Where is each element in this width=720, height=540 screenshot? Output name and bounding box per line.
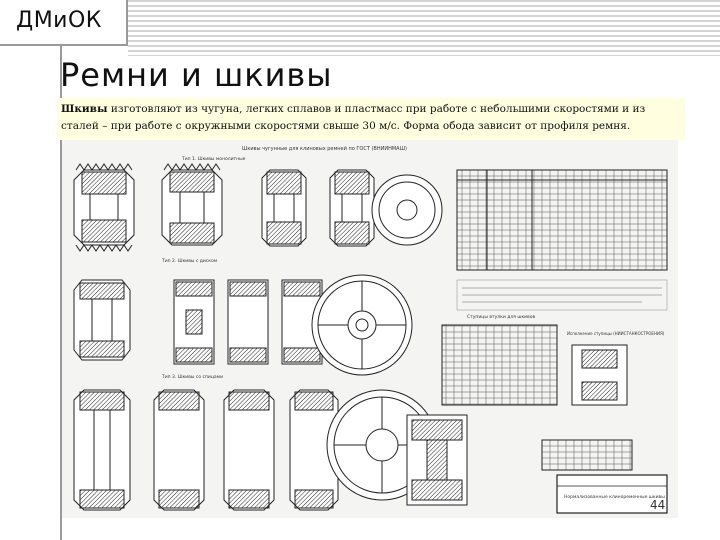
caption-box: Шкивы изготовляют из чугуна, легких спла… xyxy=(57,98,685,140)
dimension-table xyxy=(456,169,668,271)
slide-title: Ремни и шкивы xyxy=(60,56,333,94)
title-band xyxy=(60,56,720,98)
section-1-label: Тип 1. Шкивы монолитные xyxy=(181,156,246,162)
logo-box: ДМиОК xyxy=(0,0,128,46)
notes-block xyxy=(456,279,668,311)
hub-table-title: Ступицы втулки для шкивов xyxy=(467,314,536,320)
page-number: 44 xyxy=(650,498,666,512)
technical-drawing: Шкивы чугунные для клиновых ремней по ГО… xyxy=(62,140,678,518)
hub-table xyxy=(441,324,558,406)
section-2-label: Тип 2. Шкивы с диском xyxy=(161,258,217,264)
section-3-label: Тип 3. Шкивы со спицами xyxy=(161,374,223,380)
caption-text: изготовляют из чугуна, легких сплавов и … xyxy=(61,103,646,132)
row-1-pulleys xyxy=(73,163,443,252)
pulley-drawing-svg: Шкивы чугунные для клиновых ремней по ГО… xyxy=(73,145,668,514)
row-2-pulleys xyxy=(73,274,413,376)
drawing-header: Шкивы чугунные для клиновых ремней по ГО… xyxy=(242,145,407,152)
bottom-table xyxy=(541,439,633,471)
caption-bold: Шкивы xyxy=(61,103,108,115)
logo-text: ДМиОК xyxy=(16,8,102,33)
divider-line xyxy=(60,46,62,540)
hub-gear-title: Исполнение ступицы (НИИСТАНКОСТРОЕНИЯ) xyxy=(567,331,665,336)
hub-detail xyxy=(571,344,628,406)
title-stamp xyxy=(556,474,668,514)
row-3-pulleys xyxy=(73,389,468,511)
stamp-title: Нормализованные клиноременные шкивы xyxy=(564,494,665,500)
